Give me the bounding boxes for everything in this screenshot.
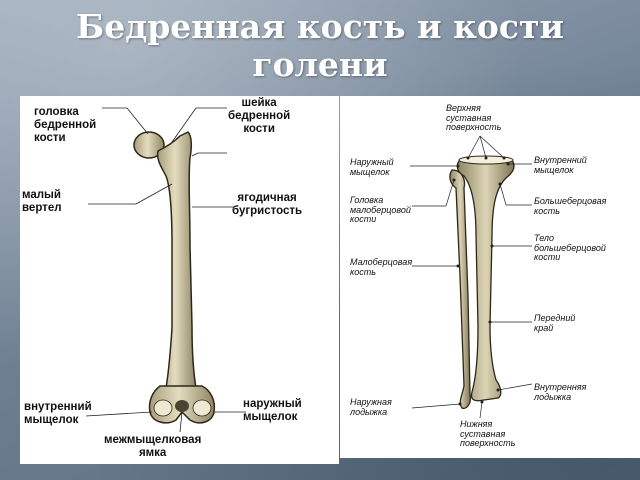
label-femur-head: головка бедренной кости [34,106,97,144]
label-lateral-malleolus: Наружная лодыжка [350,397,392,417]
label-lesser-trochanter: малый вертел [22,189,62,214]
label-tibia-lateral-condyle: Наружный мыщелок [350,157,394,177]
label-tibia: Большеберцовая кость [534,196,607,216]
tibia-fibula-illustration [410,135,533,419]
femur-illustration [85,107,246,433]
title-line-2: голени [252,45,388,84]
label-fibula-head: Головка малоберцовой кости [350,195,411,224]
intercondylar-fossa-mark [175,400,189,412]
label-anterior-border: Передний край [534,313,576,333]
fibula-bone [449,169,472,410]
tibia-leader-dots [452,156,510,406]
label-lateral-condyle: наружный мыщелок [243,398,302,423]
label-tibia-medial-condyle: Внутренний мыщелок [534,155,587,175]
title-line-1: Бедренная кость и кости [76,7,564,46]
label-intercondylar-fossa: межмыщелковая ямка [104,434,202,459]
label-medial-condyle: внутренний мыщелок [24,401,92,426]
tibia-bone [456,159,515,402]
label-lower-articular-surface: Нижняя суставная поверхность [460,419,516,448]
femur-diagram: головка бедренной кости шейка бедренной … [20,96,339,464]
label-femur-neck: шейка бедренной кости [228,97,291,135]
label-gluteal-tuberosity: ягодичная бугристость [232,192,303,217]
femur-body [156,131,197,389]
slide-title: Бедренная кость и кости голени [0,8,640,84]
label-tibia-body: Тело большеберцовой кости [534,233,606,262]
femur-head [133,131,165,159]
label-medial-malleolus: Внутренняя лодыжка [534,382,587,402]
label-upper-articular-surface: Верхняя суставная поверхность [446,103,502,132]
tibia-leader-lines [410,135,533,419]
femur-leader-lines [85,107,246,433]
label-fibula: Малоберцовая кость [350,257,413,277]
tibia-fibula-diagram: Верхняя суставная поверхность Наружный м… [340,96,640,458]
